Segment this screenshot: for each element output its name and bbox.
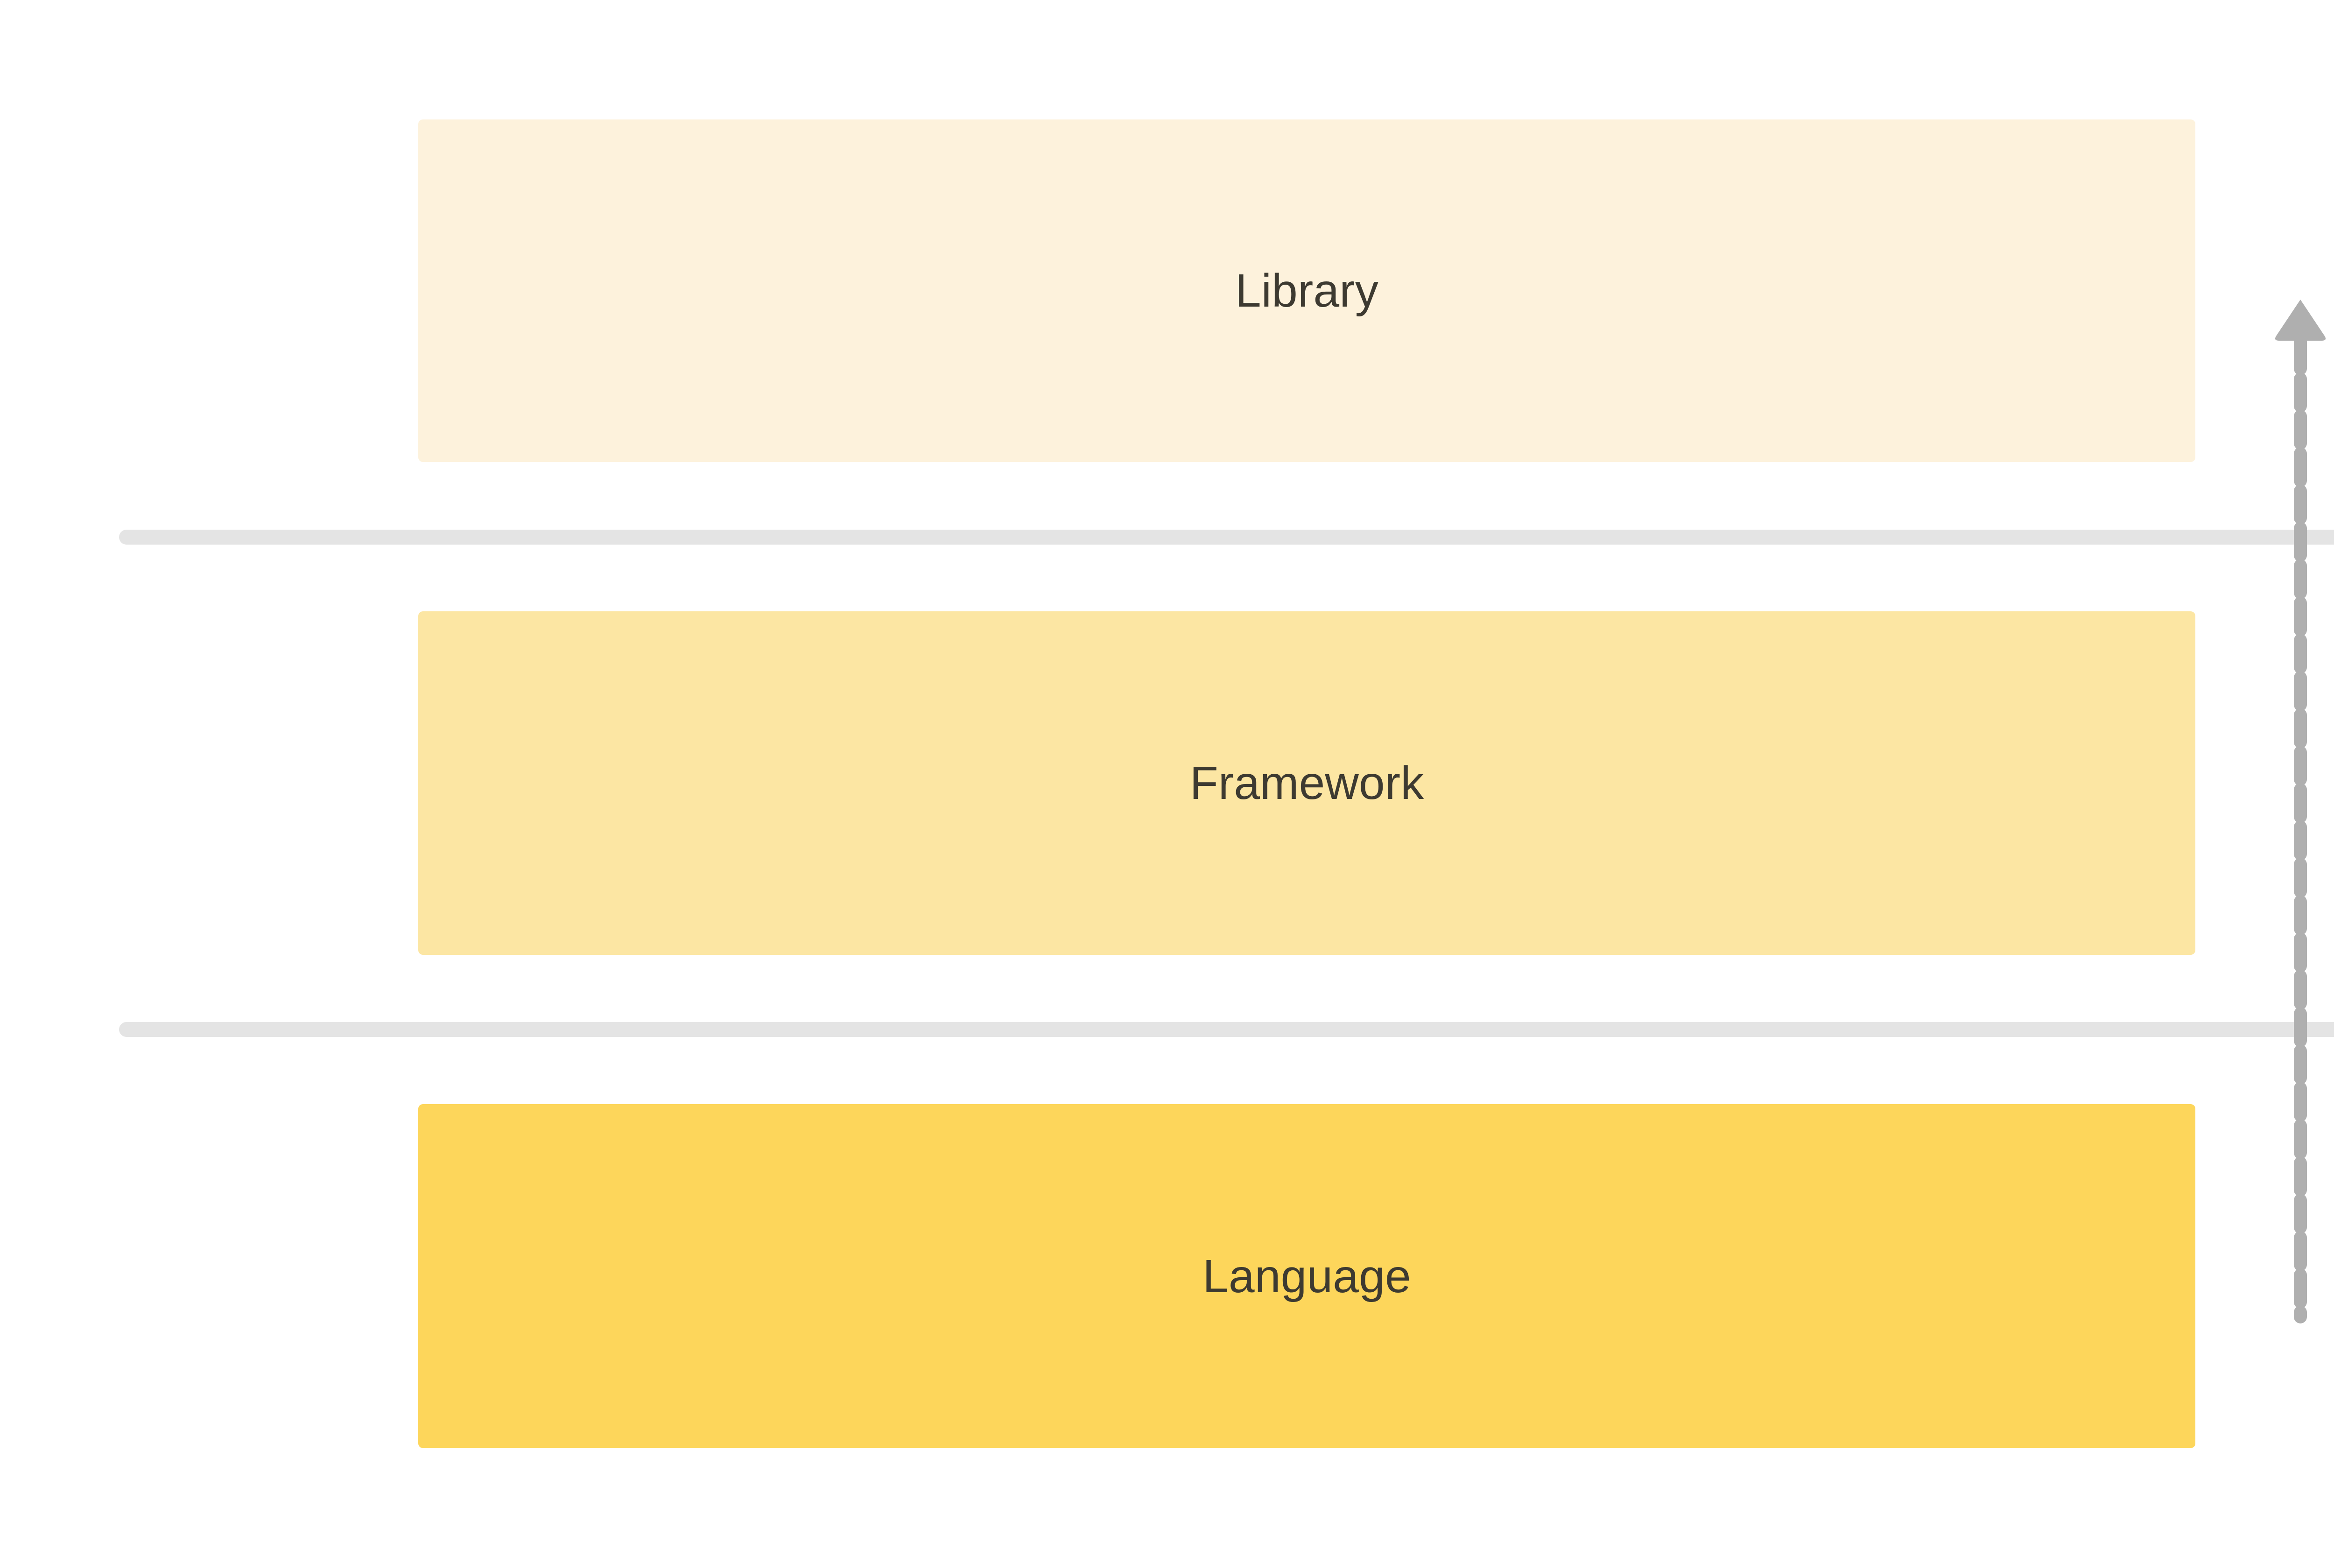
axis-arrowhead-icon [2275, 300, 2326, 341]
divider-rule-upper [119, 530, 2334, 545]
layer-label-language: Language [1202, 1250, 1411, 1302]
layer-label-library: Library [1235, 265, 1379, 317]
layer-label-framework: Framework [1189, 757, 1424, 809]
layer-box-language[interactable]: Language [418, 1104, 2195, 1448]
abstraction-axis-arrow [2275, 300, 2326, 1323]
layer-box-library[interactable]: Library [418, 119, 2195, 462]
divider-rule-lower [119, 1022, 2334, 1037]
layer-box-framework[interactable]: Framework [418, 611, 2195, 955]
